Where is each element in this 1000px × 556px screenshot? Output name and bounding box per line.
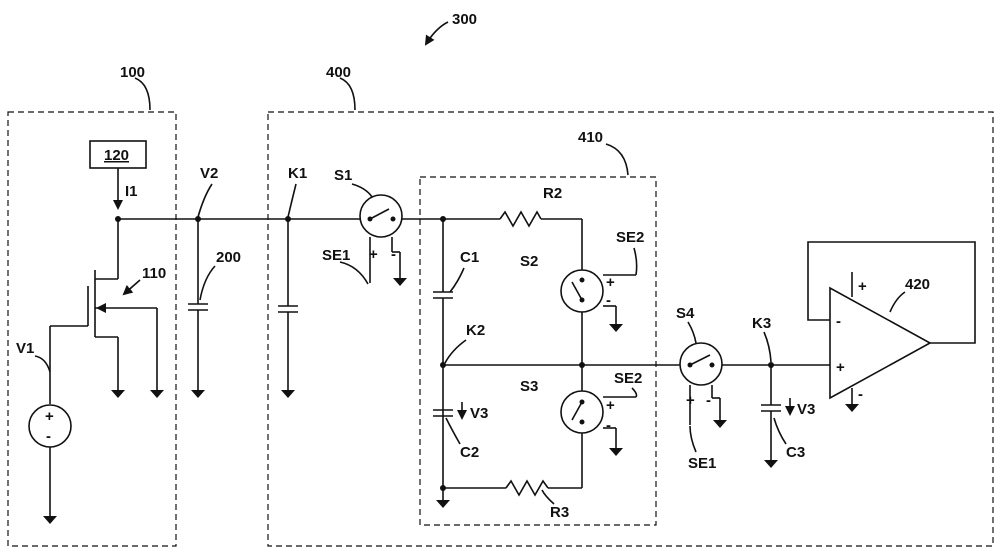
arrow-300 bbox=[426, 22, 448, 44]
s1-minus: - bbox=[391, 246, 396, 263]
label-200: 200 bbox=[216, 249, 241, 266]
ground-icon bbox=[150, 390, 164, 398]
ground-icon bbox=[393, 278, 407, 286]
label-v1: V1 bbox=[16, 340, 34, 357]
switch-s4 bbox=[680, 343, 722, 385]
ground-icon bbox=[713, 420, 727, 428]
label-v2: V2 bbox=[200, 165, 218, 182]
ground-icon bbox=[191, 390, 205, 398]
label-r2: R2 bbox=[543, 185, 562, 202]
opamp-420 bbox=[830, 288, 930, 398]
leader-410 bbox=[606, 144, 628, 175]
label-v3-b: V3 bbox=[797, 401, 815, 418]
source-minus: - bbox=[46, 428, 51, 445]
opamp-minus-input: - bbox=[836, 313, 841, 330]
leader-100 bbox=[135, 78, 150, 110]
label-v3-a: V3 bbox=[470, 405, 488, 422]
label-410: 410 bbox=[578, 129, 603, 146]
label-400: 400 bbox=[326, 64, 351, 81]
label-100: 100 bbox=[120, 64, 145, 81]
s2-minus: - bbox=[606, 292, 611, 309]
label-k3: K3 bbox=[752, 315, 771, 332]
switch-s1 bbox=[360, 195, 402, 237]
ground-icon bbox=[609, 448, 623, 456]
ground-icon bbox=[111, 390, 125, 398]
transistor-110 bbox=[50, 219, 157, 390]
label-s1: S1 bbox=[334, 167, 352, 184]
opamp-supply-plus: + bbox=[858, 278, 867, 295]
s3-minus: - bbox=[606, 417, 611, 434]
ground-icon bbox=[436, 500, 450, 508]
label-c3: C3 bbox=[786, 444, 805, 461]
s1-plus: + bbox=[369, 246, 378, 263]
leader-400 bbox=[340, 78, 355, 110]
opamp-supply-minus: - bbox=[858, 386, 863, 403]
label-120: 120 bbox=[104, 147, 129, 164]
resistor-r3 bbox=[506, 481, 548, 495]
switch-s2 bbox=[561, 270, 603, 312]
label-c1: C1 bbox=[460, 249, 479, 266]
label-k1: K1 bbox=[288, 165, 307, 182]
s4-plus: + bbox=[686, 392, 695, 409]
switch-s3 bbox=[561, 391, 603, 433]
label-s4: S4 bbox=[676, 305, 695, 322]
label-se1-a: SE1 bbox=[322, 247, 350, 264]
label-r3: R3 bbox=[550, 504, 569, 521]
ground-icon bbox=[281, 390, 295, 398]
ground-icon bbox=[609, 324, 623, 332]
label-se1-b: SE1 bbox=[688, 455, 716, 472]
label-c2: C2 bbox=[460, 444, 479, 461]
label-se2-b: SE2 bbox=[614, 370, 642, 387]
s4-minus: - bbox=[706, 392, 711, 409]
ground-icon bbox=[845, 404, 859, 412]
label-s3: S3 bbox=[520, 378, 538, 395]
s2-plus: + bbox=[606, 274, 615, 291]
ground-icon bbox=[43, 516, 57, 524]
label-i1: I1 bbox=[125, 183, 138, 200]
opamp-plus-input: + bbox=[836, 359, 845, 376]
label-s2: S2 bbox=[520, 253, 538, 270]
label-110: 110 bbox=[142, 265, 166, 282]
label-se2-a: SE2 bbox=[616, 229, 644, 246]
block-100-outline bbox=[8, 112, 176, 546]
ground-icon bbox=[764, 460, 778, 468]
label-420: 420 bbox=[905, 276, 930, 293]
resistor-r2 bbox=[500, 212, 541, 226]
label-300: 300 bbox=[452, 11, 477, 28]
source-plus: + bbox=[45, 408, 54, 425]
label-k2: K2 bbox=[466, 322, 485, 339]
s3-plus: + bbox=[606, 397, 615, 414]
